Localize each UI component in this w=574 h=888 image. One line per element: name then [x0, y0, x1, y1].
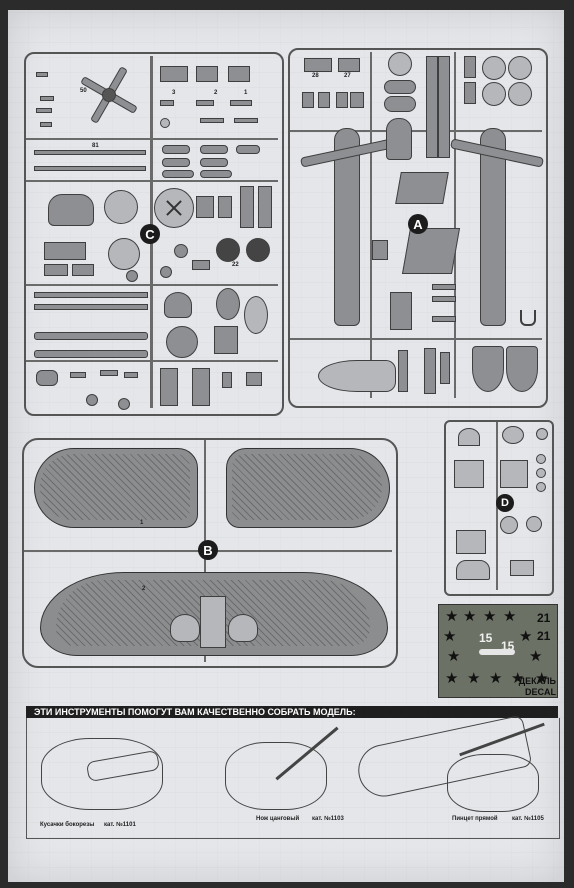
control-stick-part — [44, 242, 86, 260]
tool-caption-name: Пинцет прямой — [452, 816, 498, 822]
radiator-opening — [200, 596, 226, 648]
sprue-d-badge: D — [496, 494, 514, 512]
sprue-a-runner-h — [290, 130, 542, 132]
part-number: 27 — [344, 73, 351, 79]
star-decal: ★ — [483, 608, 497, 625]
sprue-a-frame — [288, 48, 548, 408]
star-decal: ★ — [445, 670, 459, 687]
small-part — [72, 264, 94, 276]
tool-caption-cat: кат. №1105 — [512, 816, 544, 822]
star-decal: ★ — [535, 670, 549, 687]
part-number: 2 — [214, 90, 218, 96]
part-number: 1 — [140, 520, 144, 526]
star-decal: ★ — [463, 608, 477, 625]
sprue-a-badge: A — [408, 214, 428, 234]
part-number: 1 — [244, 90, 248, 96]
star-decal: ★ — [489, 670, 503, 687]
star-decal: ★ — [529, 648, 543, 665]
star-decal: ★ — [445, 608, 459, 625]
star-decal: ★ — [447, 648, 461, 665]
hand-sketch — [225, 742, 327, 810]
fuselage-left-half — [334, 128, 360, 326]
tools-header: ЭТИ ИНСТРУМЕНТЫ ПОМОГУТ ВАМ КАЧЕСТВЕННО … — [26, 706, 558, 718]
decal-label-ru: ДЕКАЛЬ — [518, 676, 556, 686]
hand-sketch — [41, 738, 163, 810]
part-number: 2 — [142, 586, 146, 592]
cross-mark — [166, 200, 182, 216]
sprue-c-runner-h1 — [26, 138, 278, 140]
part-number: 81 — [92, 143, 99, 149]
cowling-part — [401, 228, 461, 274]
fuselage-right-half — [480, 128, 506, 326]
wheel-part — [108, 238, 140, 270]
sprue-c-badge: C — [140, 224, 160, 244]
decal-white-strip — [479, 649, 515, 655]
canopy-part — [386, 118, 412, 160]
sprue-b-frame — [22, 438, 398, 668]
star-decal: ★ — [511, 670, 525, 687]
decal-number: 15 — [479, 631, 493, 645]
tools-illustration-box — [26, 714, 560, 839]
cowling-part — [395, 172, 449, 204]
tool-caption-name: Кусачки бокорезы — [40, 822, 95, 828]
wheel-part — [104, 190, 138, 224]
tool-caption-cat: кат. №1101 — [104, 822, 136, 828]
sprue-a-runner-v2 — [454, 52, 456, 398]
star-decal: ★ — [443, 628, 457, 645]
small-part — [44, 264, 68, 276]
wing-panel-lines — [232, 454, 382, 520]
decal-number: 21 — [537, 611, 551, 625]
decal-label-en: DECAL — [525, 687, 556, 697]
wheel-well-left — [170, 614, 200, 642]
part-number: 50 — [80, 88, 87, 94]
decal-number: 21 — [537, 629, 551, 643]
sprue-a-runner-v1 — [370, 52, 372, 398]
wing-panel-lines — [40, 454, 190, 520]
propeller-part — [78, 64, 138, 124]
star-decal: ★ — [467, 670, 481, 687]
decal-label: ДЕКАЛЬ DECAL — [519, 676, 556, 698]
star-decal: ★ — [519, 628, 533, 645]
part-number: 22 — [232, 262, 239, 268]
part-number: 28 — [312, 73, 319, 79]
sprue-c-frame — [24, 52, 284, 416]
star-decal: ★ — [503, 608, 517, 625]
pilot-figure-part — [48, 194, 94, 226]
sprue-d-frame — [444, 420, 554, 596]
sprue-a-runner-h2 — [290, 338, 542, 340]
hand-sketch — [447, 754, 539, 812]
tool-caption-cat: кат. №1103 — [312, 816, 344, 822]
tool-caption-name: Нож цанговый — [256, 816, 300, 822]
sprue-b-badge: B — [198, 540, 218, 560]
part-number: 3 — [172, 90, 176, 96]
wheel-well-right — [228, 614, 258, 642]
sprue-c-runner-h2 — [26, 180, 278, 182]
small-part — [126, 270, 138, 282]
sprue-c-runner-h4 — [26, 360, 278, 362]
decal-sheet: ★ ★ ★ ★ ★ ★ ★ ★ ★ ★ ★ ★ ★ 15 15 21 21 — [438, 604, 558, 698]
sprue-c-runner-h3 — [26, 284, 278, 286]
